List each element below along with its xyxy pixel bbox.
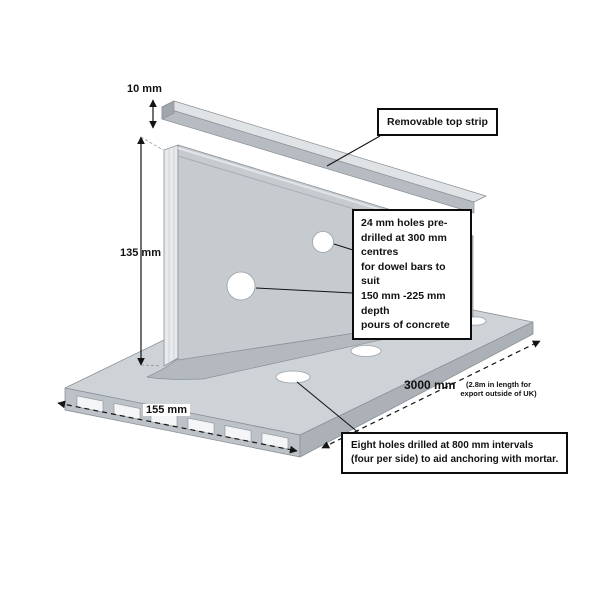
- wall-hole-small: [312, 231, 334, 253]
- base-width-label: 155 mm: [143, 404, 190, 416]
- base-hole-1: [275, 370, 311, 384]
- wall-height-tick-bottom: [140, 364, 162, 367]
- callout-wall-holes-line-2: drilled at 300 mm: [361, 231, 447, 244]
- length-label: 3000 mm: [404, 378, 456, 392]
- wall-height-label: 135 mm: [120, 247, 161, 259]
- callout-wall-holes: 24 mm holes pre- drilled at 300 mm centr…: [352, 209, 472, 340]
- callout-base-holes-line-1: Eight holes drilled at 800 mm intervals: [351, 440, 534, 451]
- length-label-group: 3000 mm (2.8m in length for export outsi…: [404, 378, 537, 398]
- wall-hole-large: [226, 271, 256, 301]
- length-note-line-2: export outside of UK): [460, 389, 537, 398]
- length-arrow: [321, 340, 541, 449]
- callout-wall-holes-line-1: 24 mm holes pre-: [361, 217, 448, 229]
- callout-base-holes: Eight holes drilled at 800 mm intervals …: [341, 432, 569, 474]
- callout-wall-holes-line-3: centres: [361, 246, 399, 259]
- wall-end-face: [163, 144, 179, 367]
- base-width-arrow: [57, 400, 298, 454]
- callout-base-holes-line-2: (four per side) to aid anchoring with mo…: [351, 454, 559, 465]
- wall-hole-small-leader-line: [333, 243, 354, 251]
- callout-removable-top-strip: Removable top strip: [377, 108, 498, 136]
- wall-height-tick-top: [140, 136, 164, 151]
- callout-wall-holes-line-5: 150 mm -225 mm depth: [361, 289, 446, 317]
- top-strip-end-face: [161, 100, 175, 120]
- callout-removable-top-strip-text: Removable top strip: [387, 116, 488, 128]
- length-note: (2.8m in length for export outside of UK…: [460, 380, 536, 398]
- callout-wall-holes-line-6: pours of concrete: [361, 319, 450, 332]
- strip-height-label: 10 mm: [127, 83, 162, 95]
- base-hole-leader-line: [296, 381, 360, 434]
- callout-wall-holes-line-4: for dowel bars to suit: [361, 260, 446, 288]
- wall-hole-large-leader-line: [255, 287, 354, 294]
- length-note-line-1: (2.8m in length for: [465, 380, 531, 389]
- top-strip-shape: [161, 100, 487, 214]
- base-hole-2: [350, 345, 382, 357]
- top-strip-leader-line: [326, 135, 381, 167]
